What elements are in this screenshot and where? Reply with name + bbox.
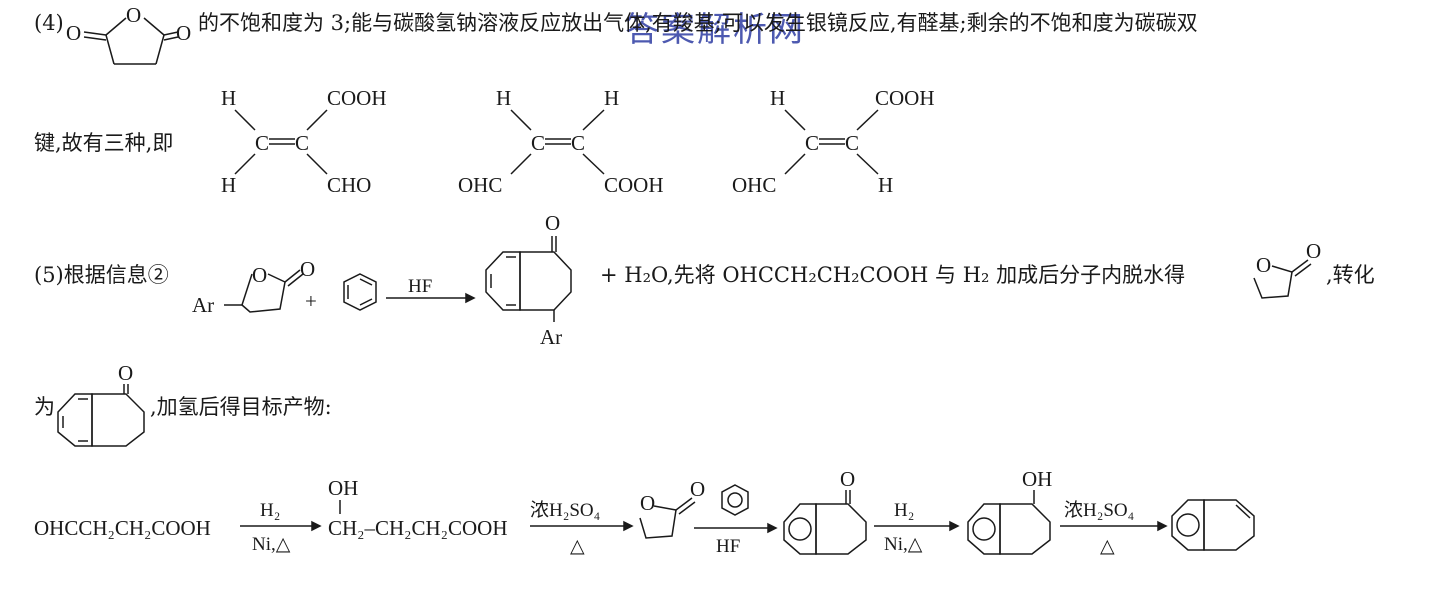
para4-text: 的不饱和度为 3;能与碳酸氢钠溶液反应放出气体,有羧基;可以发生银镜反应,有醛基… — [198, 11, 1198, 35]
svg-text:H: H — [496, 86, 511, 110]
isomer-3-structure: H COOH C C OHC H — [732, 86, 935, 197]
svg-text:O: O — [252, 263, 267, 287]
svg-text:H: H — [770, 86, 785, 110]
synthesis-tetralol: OH — [967, 467, 1052, 555]
svg-text:O: O — [545, 211, 560, 235]
svg-text:HF: HF — [716, 536, 740, 557]
svg-text:OH: OH — [1022, 467, 1052, 491]
tetralone-structure: O — [57, 361, 145, 447]
svg-text:+: + — [305, 289, 317, 313]
synthesis-arrow-1: H₂ Ni,△ — [240, 500, 322, 555]
svg-text:Ni,△: Ni,△ — [252, 534, 291, 555]
watermark: 答案解析网 — [625, 10, 805, 50]
svg-text:COOH: COOH — [875, 86, 935, 110]
svg-text:C: C — [531, 131, 545, 155]
butyrolactone-structure: O O — [1253, 239, 1321, 299]
svg-text:C: C — [571, 131, 585, 155]
svg-text:H: H — [604, 86, 619, 110]
synthesis-arrow-5: 浓H₂SO₄ △ — [1060, 499, 1168, 557]
synthesis-dihydronaphthalene — [1171, 499, 1255, 551]
synthesis-arrow-3: HF — [694, 484, 778, 557]
line2-text: 键,故有三种,即 — [34, 131, 174, 155]
svg-text:Ar: Ar — [540, 325, 562, 349]
synthesis-intermediate: CH₂–CH₂CH₂COOH — [328, 516, 508, 540]
synthesis-arrow-4: H₂ Ni,△ — [874, 500, 960, 555]
svg-text:C: C — [295, 131, 309, 155]
svg-text:O: O — [840, 467, 855, 491]
synthesis-tetralone: O — [783, 467, 867, 555]
svg-text:Ni,△: Ni,△ — [884, 534, 923, 555]
svg-text:OHC: OHC — [458, 173, 502, 197]
svg-text:O: O — [1256, 253, 1271, 277]
line4-text: ,加氢后得目标产物: — [150, 395, 332, 419]
synthesis-oh: OH — [328, 476, 359, 500]
line4-prefix: 为 — [34, 395, 55, 419]
svg-text:COOH: COOH — [327, 86, 387, 110]
svg-text:H₂: H₂ — [260, 500, 280, 521]
svg-text:COOH: COOH — [604, 173, 664, 197]
para5-text-after: + H₂O,先将 OHCCH₂CH₂COOH 与 H₂ 加成后分子内脱水得 — [600, 263, 1186, 287]
svg-text:OHC: OHC — [732, 173, 776, 197]
svg-text:△: △ — [570, 536, 585, 557]
para4-label: (4) — [34, 11, 64, 35]
isomer-1-structure: H COOH C C H CHO — [221, 86, 387, 197]
para5-text-end: ,转化 — [1326, 263, 1375, 287]
svg-text:CHO: CHO — [327, 173, 371, 197]
isomer-2-structure: H H C C OHC COOH — [458, 86, 664, 197]
svg-text:O: O — [118, 361, 133, 385]
svg-text:H: H — [221, 86, 236, 110]
svg-text:H₂: H₂ — [894, 500, 914, 521]
svg-text:HF: HF — [408, 276, 432, 297]
svg-text:C: C — [255, 131, 269, 155]
synthesis-start: OHCCH₂CH₂COOH — [34, 516, 211, 540]
svg-text:O: O — [640, 491, 655, 515]
svg-text:O: O — [690, 477, 705, 501]
svg-text:浓H₂SO₄: 浓H₂SO₄ — [1064, 499, 1134, 521]
oh-bond — [339, 500, 341, 514]
svg-text:浓H₂SO₄: 浓H₂SO₄ — [530, 499, 600, 521]
svg-text:C: C — [845, 131, 859, 155]
svg-text:H: H — [221, 173, 236, 197]
svg-text:△: △ — [1100, 536, 1115, 557]
svg-text:C: C — [805, 131, 819, 155]
svg-text:O: O — [1306, 239, 1321, 263]
anhydride-carbonyl-o-right: O — [176, 21, 191, 45]
succinic-anhydride-structure: O O O — [66, 3, 191, 65]
reaction-scheme-5: Ar O O + HF O Ar — [192, 211, 572, 349]
anhydride-ring-o: O — [126, 3, 141, 27]
para5-label: (5)根据信息② — [34, 263, 169, 287]
svg-text:H: H — [878, 173, 893, 197]
svg-text:Ar: Ar — [192, 293, 214, 317]
synthesis-lactone: O O — [639, 477, 705, 539]
anhydride-carbonyl-o-left: O — [66, 21, 81, 45]
svg-text:O: O — [300, 257, 315, 281]
synthesis-arrow-2: 浓H₂SO₄ △ — [530, 499, 634, 557]
